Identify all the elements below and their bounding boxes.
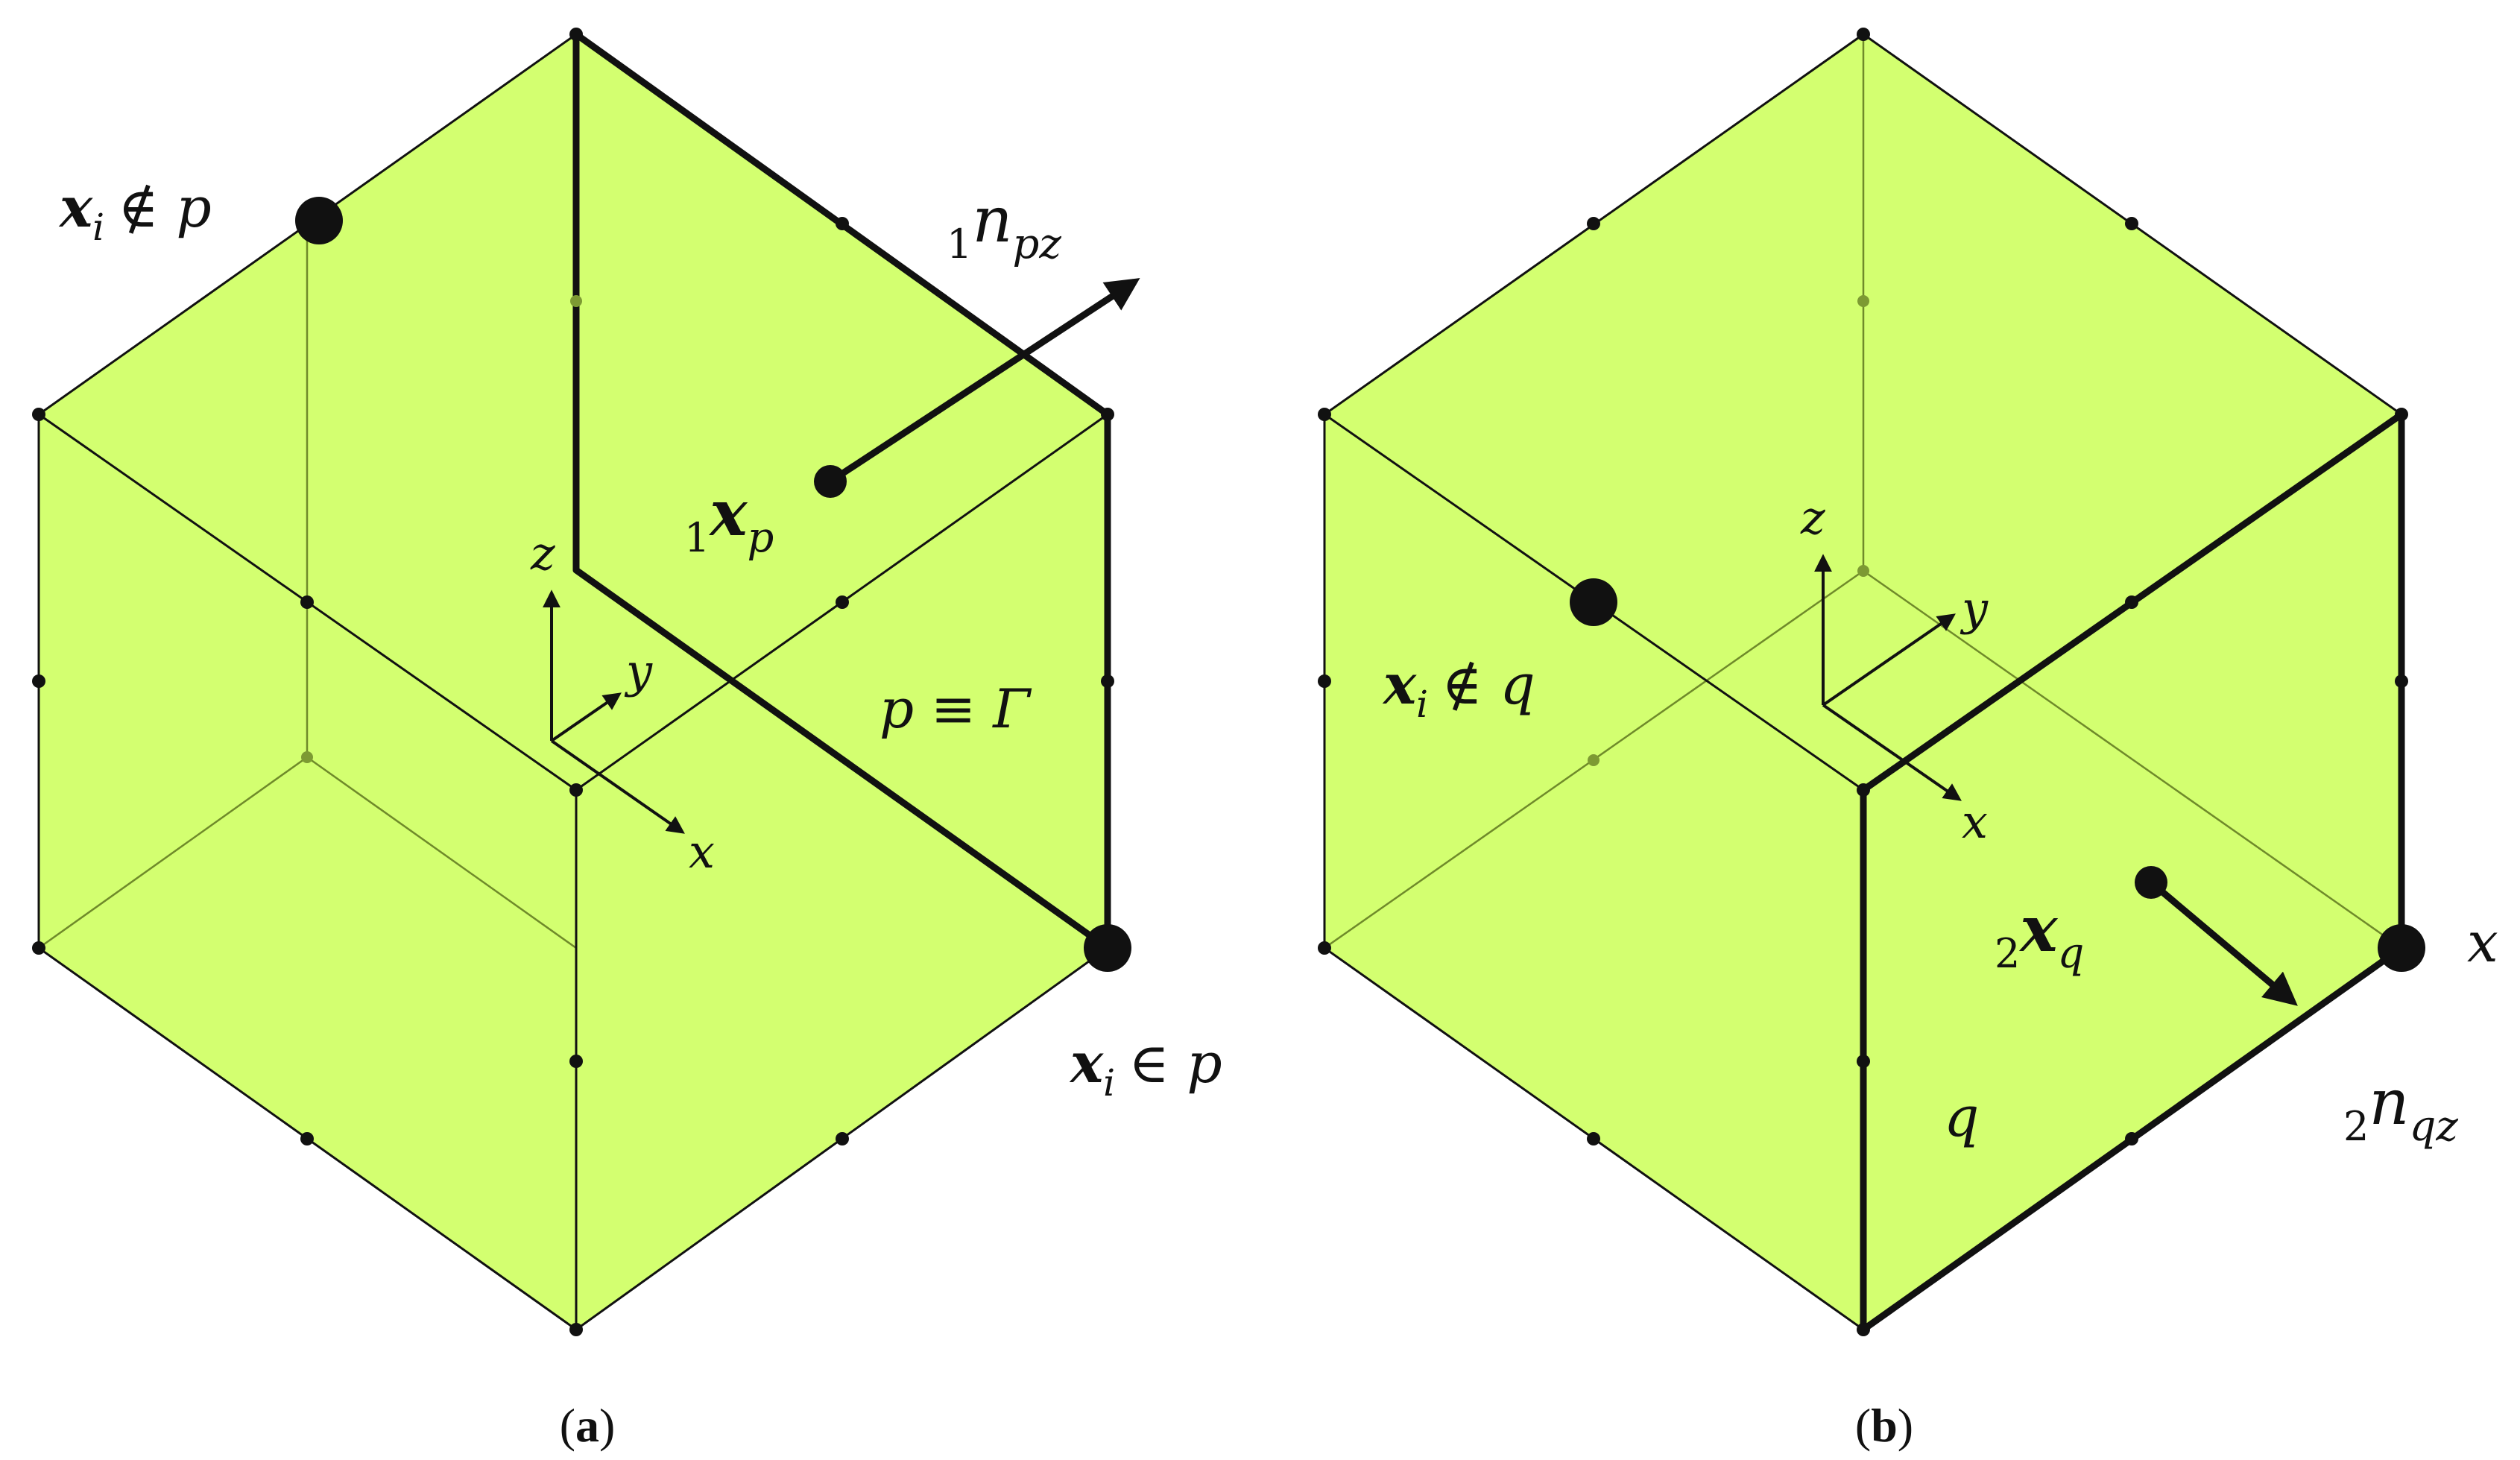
label-face-q: q (1944, 1085, 1979, 1149)
node-corner-b (2378, 924, 2425, 972)
panel-a: z y x xi∉ p 1npz 1xp p ≡ Γ xi∈ p (a) (32, 28, 1222, 1452)
axis-a-y-label: y (624, 644, 653, 698)
cube-a-nodes (32, 28, 1114, 1336)
axes-a (543, 590, 685, 834)
label-1xp: 1xp (684, 476, 774, 562)
label-xi-not-in-q: xi∉ q (1382, 653, 1535, 726)
axis-a-x-arrow (550, 739, 685, 834)
axis-a-y-arrow (550, 692, 622, 742)
node-xi-not-in-p (295, 197, 343, 244)
caption-a: (a) (560, 1399, 616, 1452)
caption-b: (b) (1855, 1399, 1913, 1452)
axis-b-z-label: z (1800, 490, 1825, 545)
point-2xq (2135, 866, 2167, 899)
node-xi-in-p (1084, 924, 1131, 972)
axis-b-x-label: x (1962, 794, 1988, 849)
cube-b-hidden-nodes (1588, 295, 1869, 766)
axis-a-z-label: z (530, 526, 555, 581)
cube-b-nodes (1318, 28, 2408, 1336)
normal-vector-b (2149, 879, 2298, 1006)
node-xi-not-in-q (1570, 578, 1617, 626)
axis-b-y-label: y (1960, 581, 1989, 636)
label-xi-in-p: xi∈ p (1069, 1031, 1222, 1105)
label-n-pz: 1npz (947, 183, 1061, 268)
label-xi-not-in-p: xi∉ p (58, 176, 212, 249)
point-1xp (814, 465, 847, 498)
cube-a-hidden-nodes (301, 295, 582, 763)
label-face-p: p ≡ Γ (880, 677, 1032, 740)
cube-a-hidden-edges (38, 224, 577, 949)
axis-b-y-arrow (1822, 613, 1956, 707)
axis-a-x-label: x (689, 824, 715, 879)
normal-vector-a (828, 278, 1140, 484)
axis-b-x-arrow (1822, 704, 1962, 801)
label-n-qz: 2nqz (2343, 1066, 2458, 1151)
label-corner-x: x (2467, 911, 2498, 975)
label-2xq: 2xq (1995, 892, 2084, 978)
panel-b: z y x xi∉ q 2xq q x 2nqz (b) (1318, 28, 2498, 1452)
axes-b (1814, 554, 1962, 801)
